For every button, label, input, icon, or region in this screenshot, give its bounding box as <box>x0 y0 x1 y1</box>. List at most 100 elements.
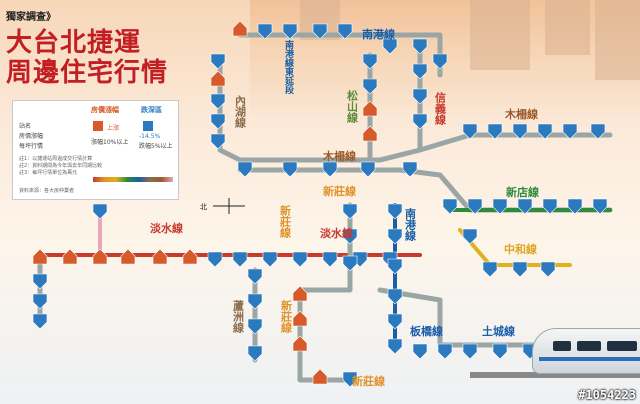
label-songshan: 松山線 <box>346 89 359 124</box>
legend-up-note: 漲幅10%以上 <box>91 139 129 146</box>
label-xinyi: 信義線 <box>434 91 447 126</box>
header-tag: 獨家調查》 <box>6 12 56 23</box>
station-up-marker <box>292 335 308 352</box>
station-down-marker <box>342 203 358 220</box>
title-line-1: 大台北捷運 <box>6 28 142 58</box>
station-up-marker <box>292 310 308 327</box>
station-down-marker <box>362 53 378 70</box>
station-down-marker <box>487 123 503 140</box>
station-down-marker <box>282 161 298 178</box>
station-down-marker <box>262 251 278 268</box>
station-down-marker <box>312 23 328 40</box>
station-down-marker <box>387 203 403 220</box>
station-up-marker <box>32 248 48 265</box>
station-down-marker <box>512 261 528 278</box>
label-nangang-east: 南港線東延段 <box>283 39 295 95</box>
legend: 房價漲幅 跌深區 站名 房價漲幅 每坪行情 上漲 漲幅10%以上 -14.5% … <box>12 100 179 200</box>
station-down-marker <box>492 343 508 360</box>
station-down-marker <box>247 318 263 335</box>
station-up-marker <box>152 248 168 265</box>
station-down-marker <box>462 343 478 360</box>
station-down-marker <box>360 161 376 178</box>
label-neihu: 內湖線 <box>234 94 247 129</box>
station-down-marker <box>342 371 358 388</box>
label-tamsui-left: 淡水線 <box>150 221 183 235</box>
station-down-marker <box>92 203 108 220</box>
station-up-marker <box>92 248 108 265</box>
station-down-marker <box>492 198 508 215</box>
station-up-marker <box>312 368 328 385</box>
station-down-marker <box>592 198 608 215</box>
legend-note-1: 註1：以捷運站周邊成交行情計算 <box>19 156 93 162</box>
station-down-marker <box>387 258 403 275</box>
station-down-marker <box>337 23 353 40</box>
label-luzhou: 蘆洲線 <box>232 299 245 334</box>
station-up-marker <box>62 248 78 265</box>
station-down-marker <box>322 161 338 178</box>
station-down-marker <box>412 63 428 80</box>
station-down-marker <box>562 123 578 140</box>
station-down-marker <box>207 251 223 268</box>
track-neihu <box>217 57 613 163</box>
station-up-marker <box>232 20 248 37</box>
label-banqiao: 板橋線 <box>410 324 443 338</box>
station-down-marker <box>512 123 528 140</box>
station-down-marker <box>282 23 298 40</box>
station-down-marker <box>387 313 403 330</box>
label-nangang-vertical: 南港線 <box>404 207 417 242</box>
compass: 北 <box>200 198 245 214</box>
label-xinzhuang-bottom: 新莊線 <box>352 374 385 388</box>
station-down-marker <box>387 228 403 245</box>
station-down-marker <box>467 198 483 215</box>
station-down-marker <box>257 23 273 40</box>
station-down-marker <box>292 251 308 268</box>
station-down-marker <box>210 133 226 150</box>
title-line-2: 周邊住宅行情 <box>6 58 169 88</box>
line-labels: 南港線 內湖線 南港線東延段 松山線 信義線 木柵線 木柵線 新莊線 新店線 新… <box>150 27 539 388</box>
station-down-marker <box>322 251 338 268</box>
station-down-marker <box>442 198 458 215</box>
label-xinzhuang-top: 新莊線 <box>323 184 356 198</box>
station-down-marker <box>210 113 226 130</box>
legend-row-name: 站名 <box>19 123 32 130</box>
station-down-marker <box>412 88 428 105</box>
station-down-marker <box>567 198 583 215</box>
station-down-marker <box>232 251 248 268</box>
label-xindian: 新店線 <box>506 185 539 199</box>
station-down-marker <box>387 288 403 305</box>
legend-down-note: 跌幅5%以上 <box>139 143 173 150</box>
watermark: #1054223 <box>578 388 636 402</box>
station-down-marker <box>402 161 418 178</box>
train-window <box>553 341 571 351</box>
building-silhouette <box>595 0 640 80</box>
building-silhouette <box>470 0 530 70</box>
station-up-marker <box>182 248 198 265</box>
station-down-marker <box>590 123 606 140</box>
building-silhouette <box>545 0 590 55</box>
station-up-marker <box>362 100 378 117</box>
station-down-marker <box>387 338 403 355</box>
station-down-marker <box>210 53 226 70</box>
track-nangang-top <box>237 32 443 78</box>
station-down-marker <box>412 38 428 55</box>
station-down-marker <box>432 53 448 70</box>
legend-down-sample: -14.5% <box>139 133 161 140</box>
station-down-marker <box>412 343 428 360</box>
legend-row-price: 每坪行情 <box>19 143 44 150</box>
station-down-marker <box>412 113 428 130</box>
legend-up-title: 房價漲幅 <box>91 106 119 114</box>
compass-north-label: 北 <box>200 203 207 211</box>
station-down-marker <box>32 313 48 330</box>
stations <box>32 20 608 388</box>
station-down-marker <box>482 261 498 278</box>
train-illustration <box>532 328 640 374</box>
station-up-marker <box>210 70 226 87</box>
station-up-marker <box>292 285 308 302</box>
station-down-marker <box>247 293 263 310</box>
legend-note-3: 註3：每坪行情單位為萬元 <box>19 170 78 176</box>
legend-note-2: 註2：資料期間為今年與去年同期比較 <box>19 163 103 169</box>
legend-down-swatch <box>143 121 153 131</box>
station-down-marker <box>247 268 263 285</box>
station-down-marker <box>342 228 358 245</box>
